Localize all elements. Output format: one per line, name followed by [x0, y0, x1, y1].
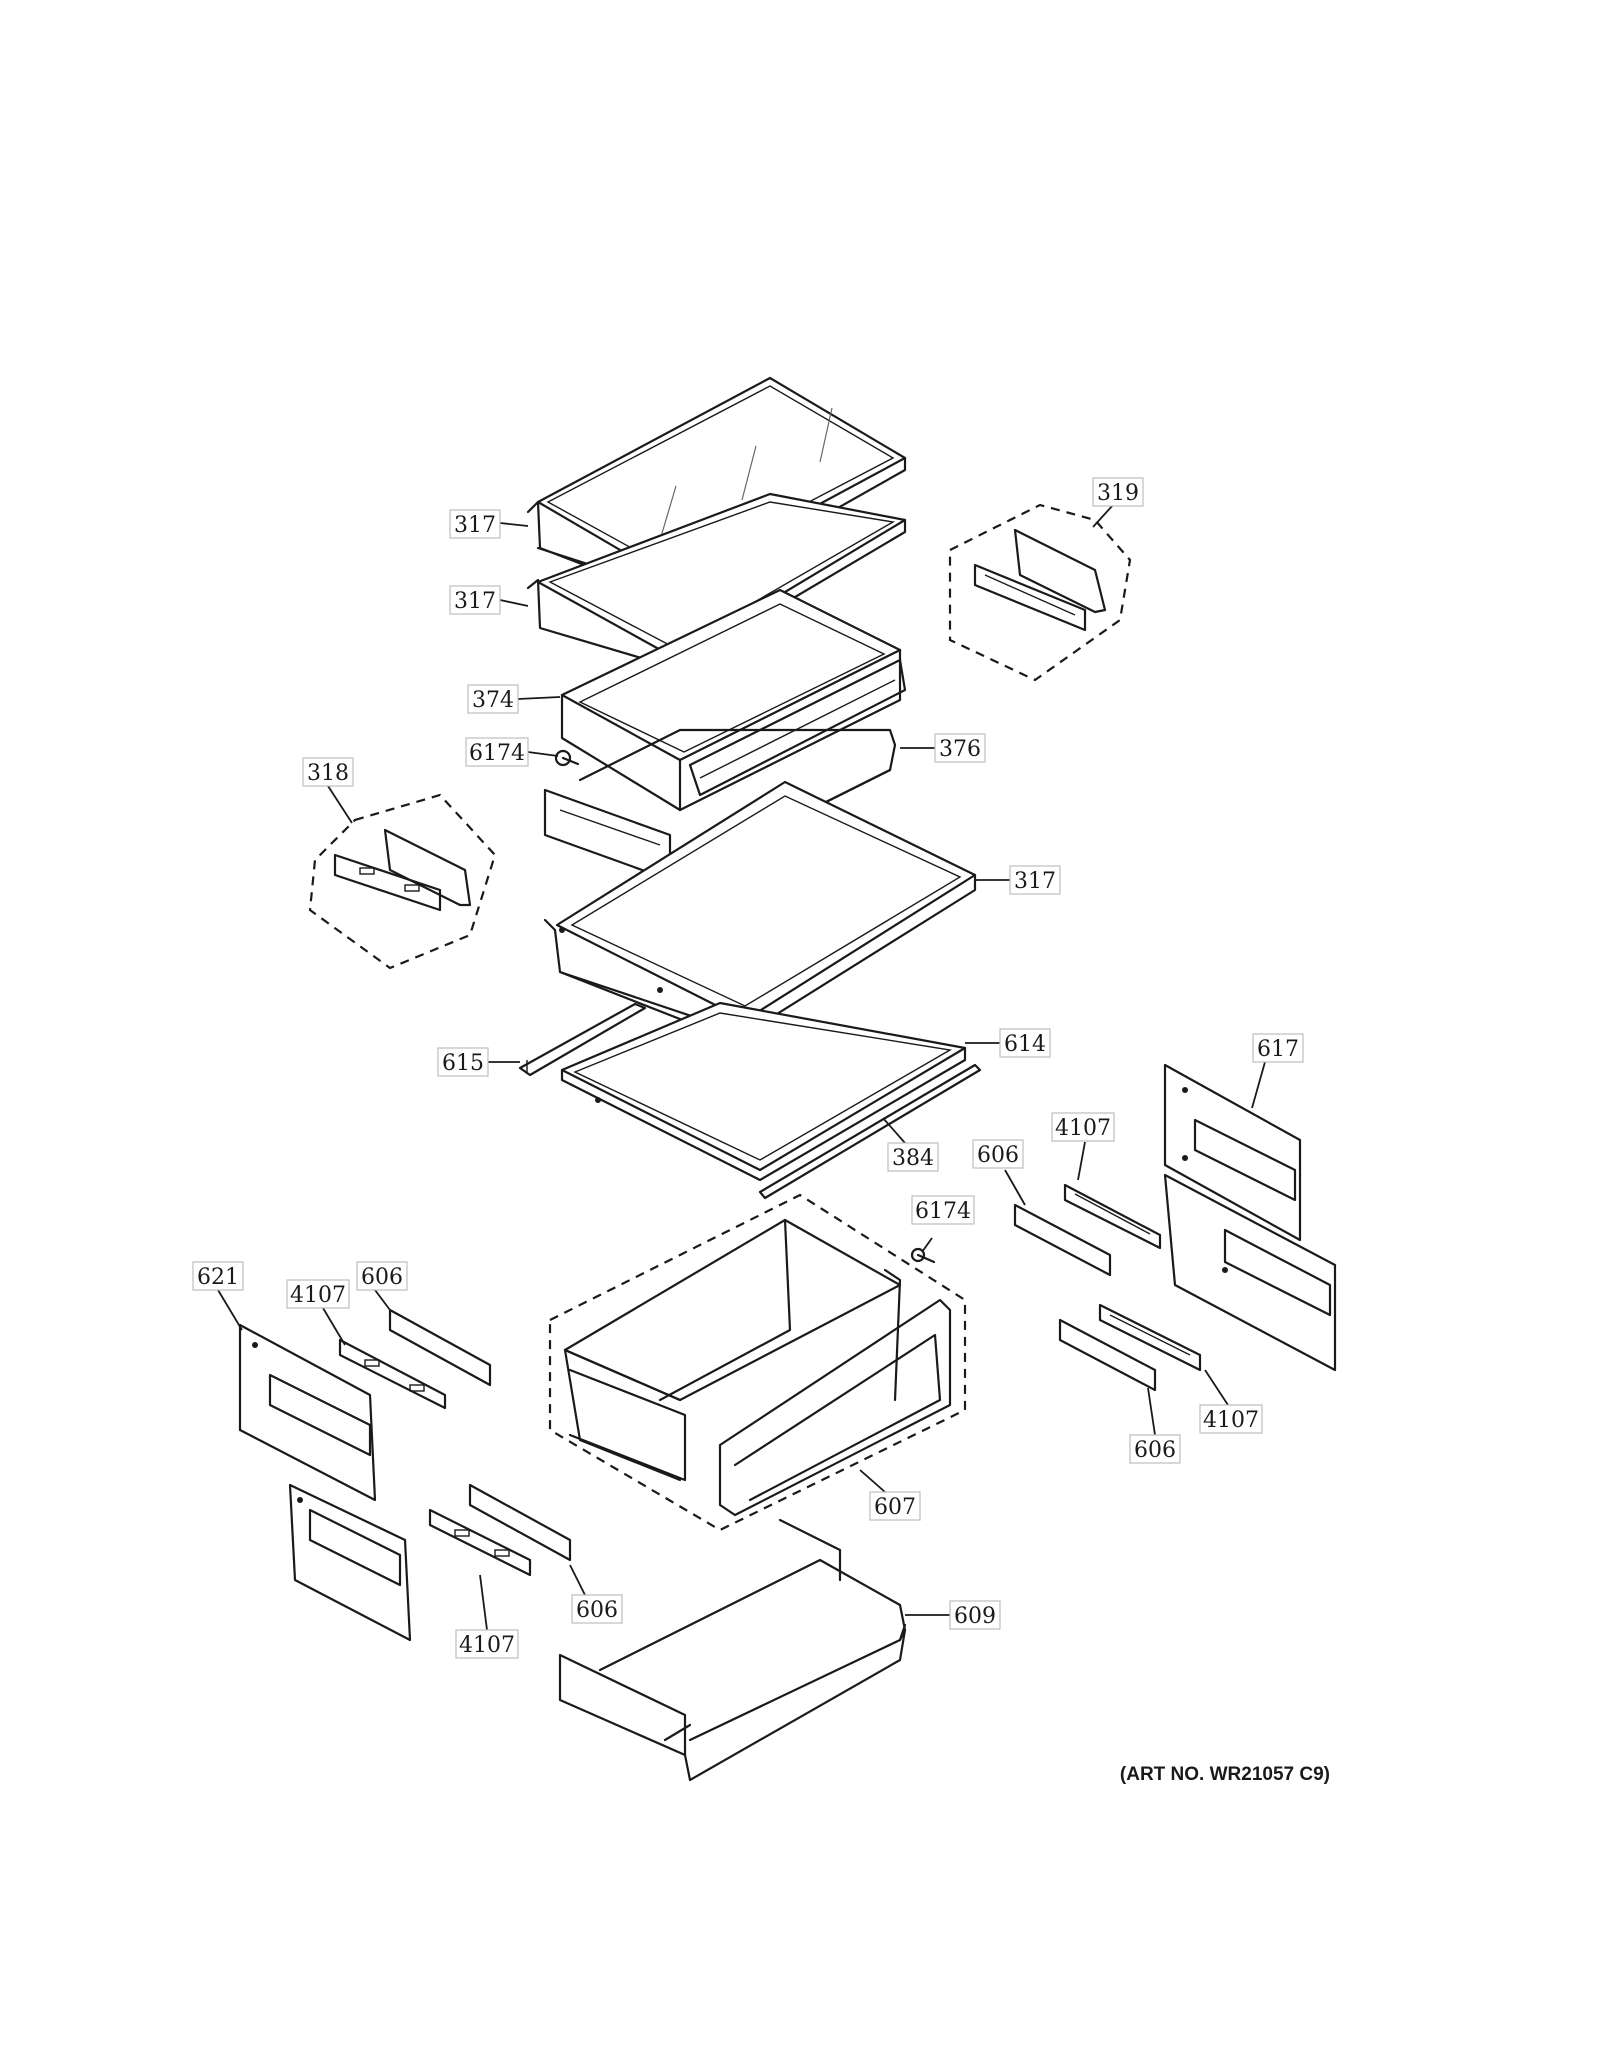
kit-319[interactable]	[948, 503, 1132, 682]
svg-text:607: 607	[874, 1495, 916, 1520]
callout-317b[interactable]: 317	[449, 585, 501, 615]
slide-rail-4107-left-top[interactable]	[338, 1338, 447, 1410]
callout-4107d[interactable]: 4107	[455, 1629, 519, 1659]
slide-rail-4107-left-bottom[interactable]	[428, 1508, 532, 1577]
svg-text:6174: 6174	[469, 741, 525, 766]
callout-617[interactable]: 617	[1252, 1033, 1304, 1063]
strip-606-right-bottom[interactable]	[1058, 1318, 1157, 1392]
callout-317c[interactable]: 317	[1009, 865, 1061, 895]
drawer-assembly-607[interactable]	[548, 1193, 967, 1532]
callout-614[interactable]: 614	[999, 1028, 1051, 1058]
callout-6174a[interactable]: 6174	[465, 737, 529, 767]
callout-609[interactable]: 609	[949, 1600, 1001, 1630]
svg-text:606: 606	[1134, 1438, 1176, 1463]
callout-621[interactable]: 621	[192, 1261, 244, 1291]
callout-606c[interactable]: 606	[356, 1261, 408, 1291]
strip-606-left-bottom[interactable]	[468, 1483, 572, 1562]
svg-text:4107: 4107	[290, 1283, 346, 1308]
callout-607[interactable]: 607	[869, 1491, 921, 1521]
callout-4107b[interactable]: 4107	[1199, 1404, 1263, 1434]
panel-621[interactable]	[238, 1323, 412, 1642]
svg-text:384: 384	[892, 1146, 934, 1171]
svg-text:614: 614	[1004, 1032, 1046, 1057]
screw-6174-upper[interactable]	[554, 749, 580, 767]
svg-text:606: 606	[977, 1143, 1019, 1168]
trim-strip-615[interactable]	[518, 1002, 647, 1077]
glass-shelf-614[interactable]	[560, 1001, 967, 1182]
svg-text:606: 606	[361, 1265, 403, 1290]
callout-4107c[interactable]: 4107	[286, 1279, 350, 1309]
svg-text:376: 376	[939, 737, 981, 762]
svg-text:4107: 4107	[459, 1633, 515, 1658]
svg-text:319: 319	[1097, 481, 1139, 506]
strip-606-right-top[interactable]	[1013, 1203, 1112, 1277]
art-number: (ART NO. WR21057 C9)	[1120, 1764, 1330, 1785]
panel-617[interactable]	[1163, 1063, 1337, 1372]
glass-shelf-317-middle[interactable]	[526, 492, 907, 670]
trim-strip-384[interactable]	[758, 1063, 982, 1200]
drawer-374[interactable]	[560, 588, 907, 812]
callout-318[interactable]: 318	[302, 757, 354, 787]
callout-376[interactable]: 376	[934, 733, 986, 763]
callout-615[interactable]: 615	[437, 1047, 489, 1077]
svg-text:4107: 4107	[1055, 1116, 1111, 1141]
callout-606a[interactable]: 606	[972, 1139, 1024, 1169]
svg-text:6174: 6174	[915, 1199, 971, 1224]
callout-317a[interactable]: 317	[449, 509, 501, 539]
svg-text:621: 621	[197, 1265, 239, 1290]
svg-text:606: 606	[576, 1598, 618, 1623]
slide-rail-4107-right-bottom[interactable]	[1098, 1303, 1202, 1372]
callout-4107a[interactable]: 4107	[1051, 1112, 1115, 1142]
strip-606-left-top[interactable]	[388, 1308, 492, 1387]
svg-text:615: 615	[442, 1051, 484, 1076]
leader-lines	[217, 504, 1266, 1631]
screw-6174-lower[interactable]	[910, 1247, 936, 1264]
svg-text:318: 318	[307, 761, 349, 786]
drawer-frame-609[interactable]	[558, 1518, 907, 1782]
svg-text:317: 317	[454, 589, 496, 614]
callout-606d[interactable]: 606	[571, 1594, 623, 1624]
svg-text:617: 617	[1257, 1037, 1299, 1062]
callout-319[interactable]: 319	[1092, 477, 1144, 507]
svg-text:609: 609	[954, 1604, 996, 1629]
svg-text:374: 374	[472, 688, 514, 713]
glass-shelf-317-lower[interactable]	[543, 780, 977, 1036]
kit-318[interactable]	[308, 793, 497, 970]
svg-text:317: 317	[454, 513, 496, 538]
callout-374[interactable]: 374	[467, 684, 519, 714]
svg-text:4107: 4107	[1203, 1408, 1259, 1433]
callout-606b[interactable]: 606	[1129, 1434, 1181, 1464]
callout-384[interactable]: 384	[887, 1142, 939, 1172]
callout-6174b[interactable]: 6174	[911, 1195, 975, 1225]
slide-rail-4107-right-top[interactable]	[1063, 1183, 1162, 1250]
svg-text:317: 317	[1014, 869, 1056, 894]
